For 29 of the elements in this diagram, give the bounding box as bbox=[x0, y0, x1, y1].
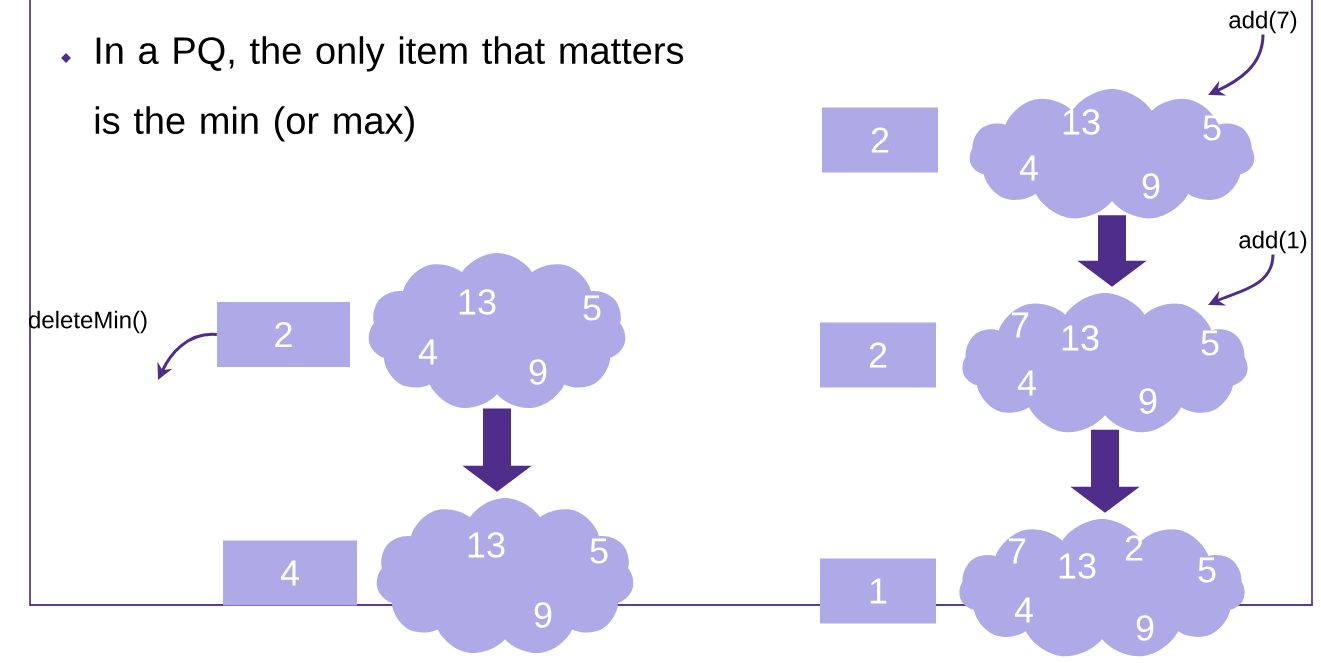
number-label: 9 bbox=[1139, 388, 1157, 414]
operation-label: add(7) bbox=[1229, 10, 1297, 34]
number-label: 5 bbox=[590, 538, 608, 564]
number-label: 5 bbox=[583, 295, 601, 321]
number-label: 9 bbox=[1136, 615, 1154, 641]
number-label: 13 bbox=[1063, 109, 1100, 135]
number-label: 13 bbox=[459, 289, 496, 315]
value-box: 2 bbox=[820, 322, 936, 388]
number-label: 7 bbox=[1008, 538, 1026, 564]
number-label: 9 bbox=[1142, 173, 1160, 199]
number-label: 13 bbox=[1062, 325, 1099, 351]
operation-label: add(1) bbox=[1239, 230, 1307, 254]
number-label: 4 bbox=[1017, 370, 1036, 396]
value-box: 4 bbox=[223, 540, 357, 606]
number-label: 2 bbox=[1125, 535, 1143, 561]
number-label: 4 bbox=[1014, 597, 1033, 623]
number-label: 13 bbox=[1059, 553, 1096, 579]
value-box: 2 bbox=[822, 107, 938, 173]
number-label: 5 bbox=[1201, 330, 1219, 356]
number-label: 5 bbox=[1198, 557, 1216, 583]
number-label: 9 bbox=[529, 359, 547, 385]
value-box: 2 bbox=[217, 302, 350, 367]
number-label: 7 bbox=[1011, 312, 1029, 338]
number-label: 9 bbox=[534, 602, 552, 628]
value-box: 1 bbox=[820, 558, 936, 624]
number-label: 13 bbox=[468, 532, 505, 558]
number-label: 4 bbox=[1019, 155, 1038, 181]
number-label: 4 bbox=[418, 339, 437, 365]
bullet-text: In a PQ, the only item that matters is the min (or max) bbox=[95, 36, 684, 142]
